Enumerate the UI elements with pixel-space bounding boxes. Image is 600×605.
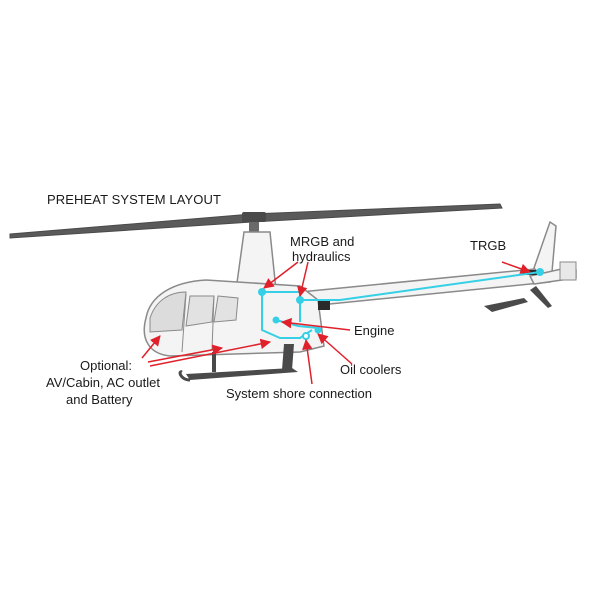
- skid-tip: [178, 370, 191, 382]
- preheat-node-mrgb: [258, 288, 266, 296]
- main-rotor: [9, 203, 503, 239]
- preheat-node-oil-cooler: [314, 326, 322, 334]
- door-seam: [211, 295, 215, 351]
- arrow-hydraulics: [297, 261, 309, 298]
- windshield: [149, 291, 187, 333]
- rotor-hub: [242, 212, 266, 222]
- arrow-mrgb: [263, 261, 299, 289]
- shore-connection-port: [302, 332, 310, 340]
- callout-arrows: [141, 261, 531, 385]
- front-door-window: [185, 295, 215, 327]
- arrow-shore: [302, 338, 313, 385]
- callout-labels: MRGB and hydraulics TRGB Engine Oil cool…: [46, 234, 506, 407]
- label-engine: Engine: [354, 323, 394, 338]
- label-mrgb-line1: MRGB and: [290, 234, 354, 249]
- label-shore-connection: System shore connection: [226, 386, 372, 401]
- diagram-title: PREHEAT SYSTEM LAYOUT: [47, 192, 221, 207]
- label-optional-line3: and Battery: [66, 392, 133, 407]
- label-mrgb-line2: hydraulics: [292, 249, 351, 264]
- arrow-engine: [280, 317, 351, 331]
- cockpit-windows: [149, 291, 239, 353]
- arrow-optional-ac: [147, 344, 224, 363]
- rear-strut: [282, 344, 294, 370]
- skid-tube: [186, 368, 298, 380]
- tail-skid: [530, 286, 552, 308]
- preheat-node-trgb: [536, 268, 544, 276]
- preheat-lines: [258, 268, 544, 340]
- engine-block: [318, 300, 330, 310]
- door-seam-front: [181, 293, 187, 353]
- tail-rotor: [559, 261, 577, 281]
- label-optional-line1: Optional:: [80, 358, 132, 373]
- preheat-node-engine: [272, 316, 280, 324]
- lower-tail-fin: [484, 298, 528, 312]
- label-oil-coolers: Oil coolers: [340, 362, 402, 377]
- arrow-optional-av: [141, 335, 161, 359]
- rotor-mast: [249, 222, 259, 234]
- arrow-trgb: [501, 261, 531, 274]
- label-optional-line2: AV/Cabin, AC outlet: [46, 375, 160, 390]
- label-trgb: TRGB: [470, 238, 506, 253]
- mast-fairing: [235, 231, 277, 291]
- landing-gear: [178, 344, 298, 382]
- arrow-oil-coolers: [317, 333, 353, 365]
- front-strut: [212, 352, 216, 372]
- preheat-node-hydraulics: [296, 296, 304, 304]
- rear-door-window: [213, 295, 239, 323]
- arrow-optional-battery: [149, 338, 272, 367]
